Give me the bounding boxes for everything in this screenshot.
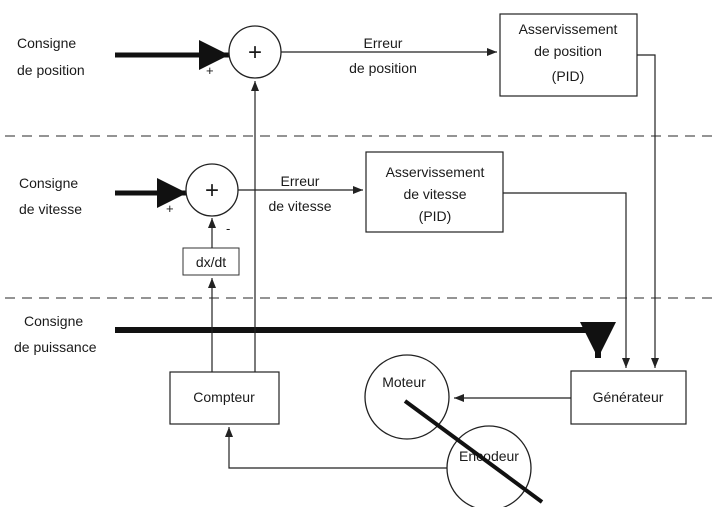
asserv-vitesse-line2: de vitesse: [403, 186, 466, 202]
compteur-label: Compteur: [193, 389, 255, 405]
consigne-puissance-arrow: [115, 322, 616, 358]
encoder-feedback: [225, 427, 447, 469]
derivative-block: [182, 247, 240, 276]
consigne-position-line1: Consigne: [17, 35, 76, 51]
position-pid-output: [637, 54, 659, 368]
generateur-label: Générateur: [593, 389, 664, 405]
summer-vitesse-minus-sign: -: [226, 221, 230, 236]
consigne-vitesse-line1: Consigne: [19, 175, 78, 191]
summer-position-plus-sign: +: [206, 63, 214, 78]
erreur-vitesse-line2: de vitesse: [268, 198, 331, 214]
erreur-vitesse-line1: Erreur: [281, 173, 320, 189]
summer-vitesse-plus-sign: +: [166, 201, 174, 216]
encodeur-circle: [446, 425, 532, 507]
erreur-position-line1: Erreur: [364, 35, 403, 51]
asserv-vitesse-line1: Asservissement: [386, 164, 485, 180]
asserv-position-block: [499, 13, 638, 97]
consigne-puissance-line1: Consigne: [24, 313, 83, 329]
summer-position-symbol: +: [248, 39, 262, 66]
asserv-position-line1: Asservissement: [519, 21, 618, 37]
compteur-block: [169, 371, 280, 425]
erreur-position-line2: de position: [349, 60, 417, 76]
motor-shaft: [403, 399, 544, 504]
consigne-vitesse-line2: de vitesse: [19, 201, 82, 217]
asserv-position-line3: (PID): [552, 68, 585, 84]
asserv-vitesse-line3: (PID): [419, 208, 452, 224]
asserv-position-line2: de position: [534, 43, 602, 59]
derivative-label: dx/dt: [196, 254, 226, 270]
summer-vitesse-symbol: +: [205, 177, 219, 204]
asserv-vitesse-block: [365, 151, 504, 233]
vitesse-pid-output: [503, 192, 630, 368]
moteur-label: Moteur: [382, 374, 426, 390]
consigne-position-line2: de position: [17, 62, 85, 78]
consigne-puissance-line2: de puissance: [14, 339, 97, 355]
